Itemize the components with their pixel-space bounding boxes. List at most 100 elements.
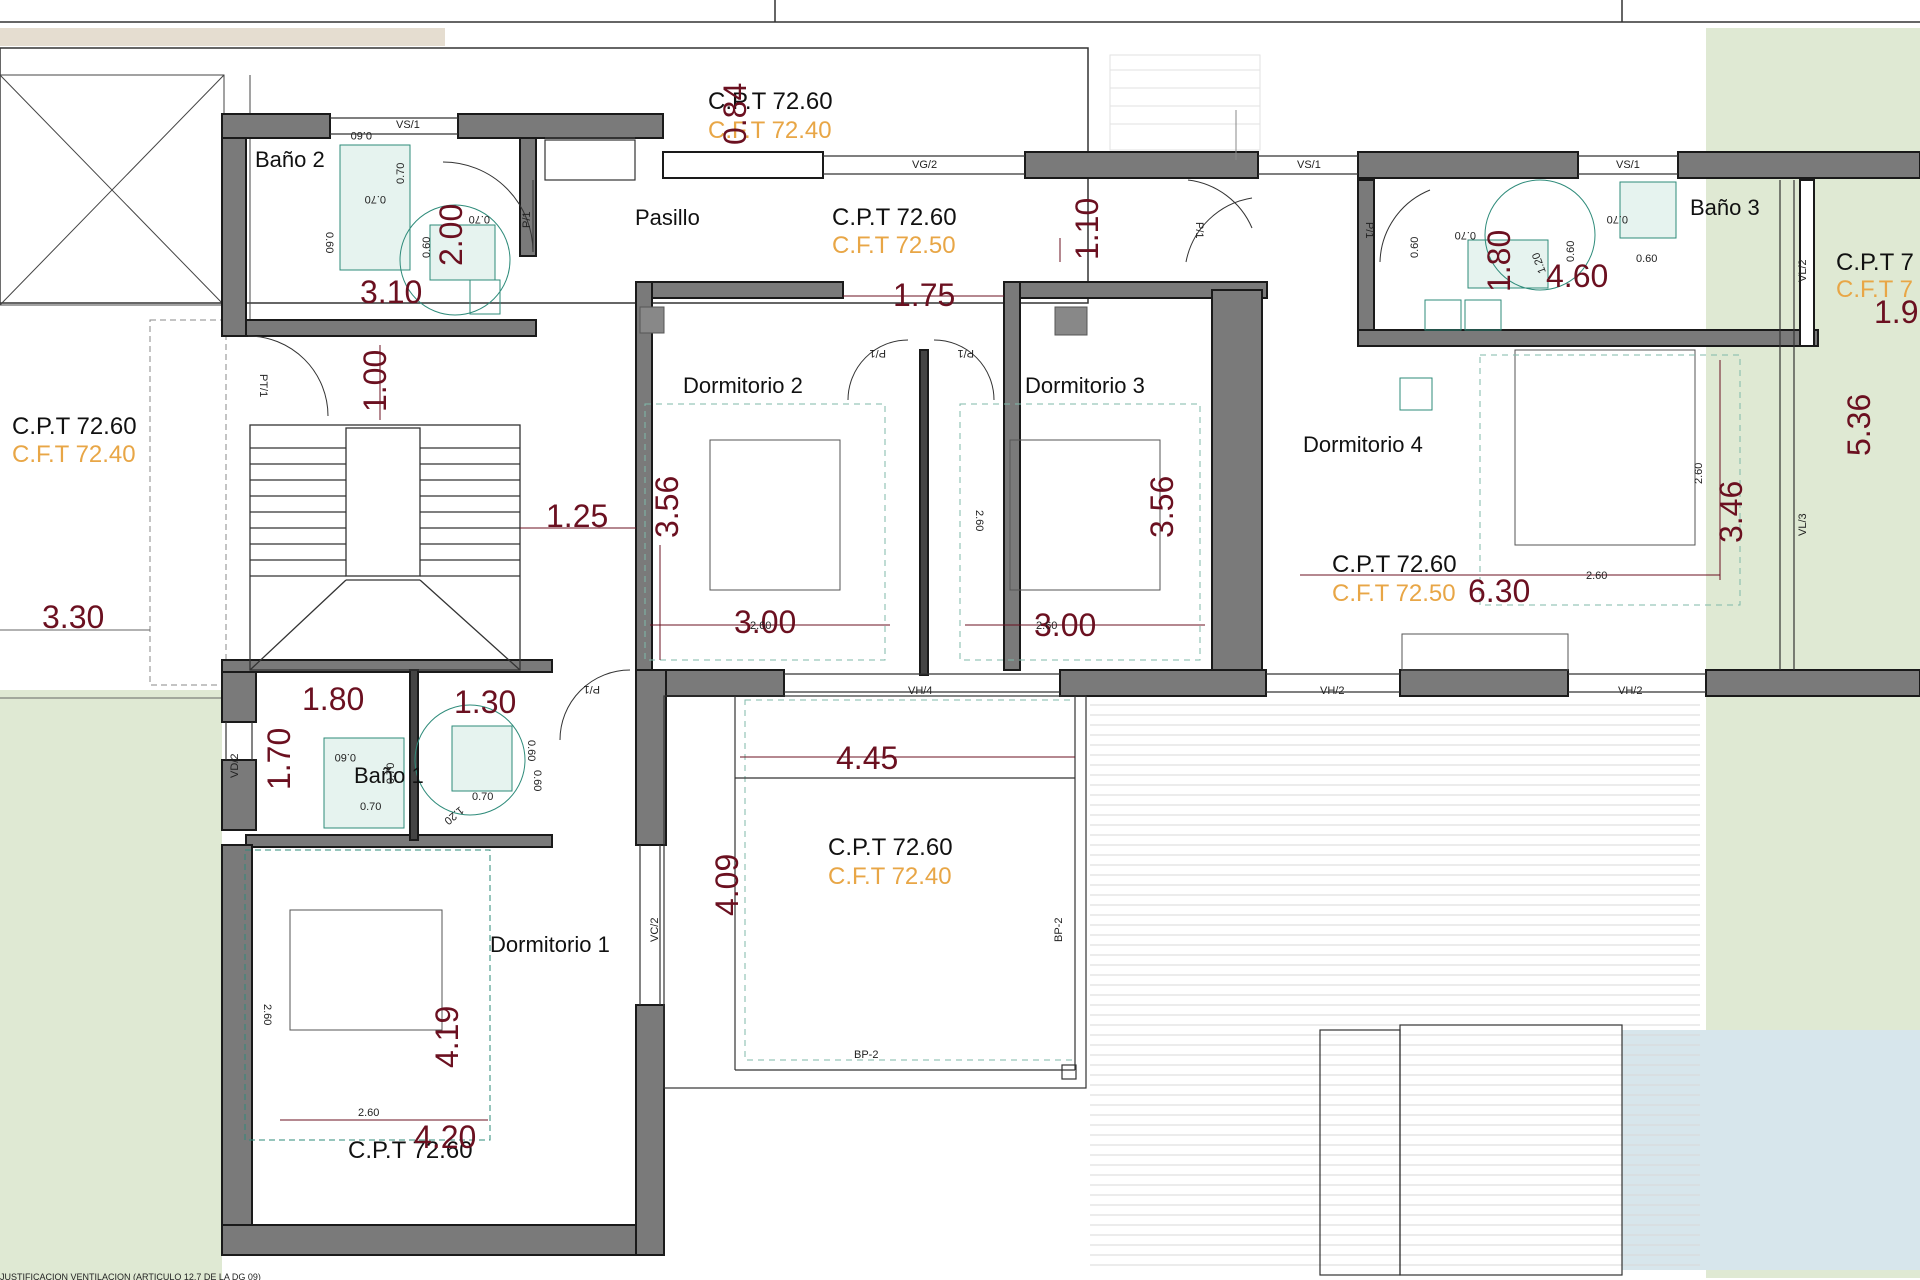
- sm-260-a: 2.60: [1693, 463, 1705, 484]
- sm-070-g: 0.70: [385, 763, 397, 784]
- tag-vl3: VL/3: [1797, 513, 1809, 536]
- terrace-frame: [663, 695, 1623, 1276]
- dim-420: 4.20: [414, 1119, 476, 1155]
- tag-vl2: VL/2: [1797, 259, 1809, 282]
- pool: [1622, 1030, 1920, 1270]
- dimension-values: 0.84 3.10 2.00 1.10 1.75 1.80 4.60 1.9 1…: [42, 83, 1918, 1155]
- dim-356-a: 3.56: [649, 476, 685, 538]
- dim-200: 2.00: [433, 204, 469, 266]
- dim-125: 1.25: [546, 498, 608, 534]
- room-dormitorio3: Dormitorio 3: [1025, 373, 1145, 398]
- level-top-cpt: C.P.T 72.60: [708, 88, 833, 115]
- staircase: [249, 424, 521, 671]
- dim-460: 4.60: [1546, 258, 1608, 294]
- sm-060-d: 0.60: [1409, 237, 1421, 258]
- room-labels: Baño 2 Pasillo Baño 3 Dormitorio 2 Dormi…: [255, 147, 1760, 957]
- footer-note: JUSTIFICACION VENTILACION (ARTICULO 12.7…: [0, 1272, 261, 1280]
- sm-060-g: 0.60: [335, 751, 356, 763]
- room-dormitorio1: Dormitorio 1: [490, 932, 610, 957]
- dim-170: 1.70: [261, 728, 297, 790]
- sm-260-f: 2.60: [261, 1004, 273, 1025]
- window-lines: [225, 117, 1795, 1005]
- door-swings: [247, 161, 1431, 741]
- level-labels: C.P.T 72.60 C.F.T 72.40 C.P.T 72.60 C.F.…: [12, 88, 1914, 1164]
- sm-060-e: 0.60: [1565, 241, 1577, 262]
- tag-vh4: VH/4: [908, 685, 932, 697]
- tag-vd2: VD/2: [229, 754, 241, 778]
- tag-vs1-b: VS/1: [1297, 159, 1321, 171]
- sm-260-g: 2.60: [358, 1107, 379, 1119]
- level-dorm1-cpt: C.P.T 72.60: [348, 1137, 473, 1164]
- sm-260-d: 2.60: [750, 620, 771, 632]
- sm-260-c: 2.60: [973, 510, 985, 531]
- dim-193: 1.9: [1874, 294, 1918, 330]
- terrace-sand-strip: [0, 28, 445, 46]
- level-top-cft: C.F.T 72.40: [708, 117, 832, 144]
- room-dormitorio2: Dormitorio 2: [683, 373, 803, 398]
- tag-bp2-b: BP-2: [854, 1049, 878, 1061]
- level-left-cft: C.F.T 72.40: [12, 441, 136, 468]
- level-pasillo-cpt: C.P.T 72.60: [832, 204, 957, 231]
- room-dormitorio4: Dormitorio 4: [1303, 432, 1423, 457]
- lawn-left: [0, 690, 222, 1280]
- dim-084: 0.84: [717, 83, 753, 145]
- room-pasillo: Pasillo: [635, 205, 700, 230]
- sm-060-c: 0.60: [421, 237, 433, 258]
- dim-419: 4.19: [429, 1006, 465, 1068]
- dim-110: 1.10: [1069, 198, 1105, 260]
- room-bano3: Baño 3: [1690, 195, 1760, 220]
- level-dorm4-cpt: C.P.T 72.60: [1332, 551, 1457, 578]
- dim-130: 1.30: [454, 684, 516, 720]
- sm-060-a: 0.60: [351, 129, 372, 141]
- sm-070-d: 0.70: [1455, 229, 1476, 241]
- room-bano1: Baño 1: [354, 763, 424, 788]
- dim-409: 4.09: [709, 854, 745, 916]
- dim-100: 1.00: [357, 350, 393, 412]
- tag-vs1-a: VS/1: [396, 119, 420, 131]
- dim-175: 1.75: [893, 277, 955, 313]
- sm-060-i: 0.60: [531, 770, 543, 791]
- dim-356-b: 3.56: [1144, 476, 1180, 538]
- level-right-cpt: C.P.T 7: [1836, 249, 1914, 276]
- sm-070-b: 0.70: [365, 193, 386, 205]
- dim-536: 5.36: [1841, 394, 1877, 456]
- walls: [221, 113, 1920, 1256]
- tag-vh2-b: VH/2: [1618, 685, 1642, 697]
- sm-060-h: 0.60: [525, 740, 537, 761]
- sm-060-b: 0.60: [323, 232, 335, 253]
- tag-vc2: VC/2: [649, 918, 661, 942]
- dim-300-a: 3.00: [734, 604, 796, 640]
- sanitary-fixtures: [323, 144, 1677, 829]
- grid-top: [1109, 54, 1261, 151]
- dimension-lines: [280, 110, 1721, 1121]
- level-terrace-cft: C.F.T 72.40: [828, 863, 952, 890]
- level-terrace-cpt: C.P.T 72.60: [828, 834, 953, 861]
- sm-070-c: 0.70: [469, 213, 490, 225]
- tag-bp2-a: BP-2: [1053, 918, 1065, 942]
- sm-070-a: 0.70: [395, 163, 407, 184]
- dim-180-b3: 1.80: [1481, 230, 1517, 292]
- level-left-cpt: C.P.T 72.60: [12, 413, 137, 440]
- furniture: [244, 306, 1696, 1141]
- sm-070-f: 0.70: [360, 801, 381, 813]
- sm-260-b: 2.60: [1586, 570, 1607, 582]
- tag-p1-f: P/1: [583, 683, 600, 695]
- sm-260-e: 2.60: [1036, 620, 1057, 632]
- sm-120-b: 1.20: [442, 804, 466, 827]
- tag-p1-d: P/1: [869, 347, 886, 359]
- level-dorm4-cft: C.F.T 72.50: [1332, 580, 1456, 607]
- dim-300-b: 3.00: [1034, 607, 1096, 643]
- left-terrace-outline: [149, 319, 227, 686]
- dim-310: 3.10: [360, 274, 422, 310]
- stair-void-cross: [0, 74, 251, 335]
- sm-060-f: 0.60: [1636, 253, 1657, 265]
- tag-vh2-a: VH/2: [1320, 685, 1344, 697]
- level-pasillo-cft: C.F.T 72.50: [832, 232, 956, 259]
- dim-330: 3.30: [42, 599, 104, 635]
- tag-p1-b: P/1: [1193, 222, 1205, 239]
- tag-p1-e: P/1: [957, 347, 974, 359]
- dim-180-b1: 1.80: [302, 681, 364, 717]
- tag-vs1-c: VS/1: [1616, 159, 1640, 171]
- level-right-cft: C.F.T 7: [1836, 276, 1913, 303]
